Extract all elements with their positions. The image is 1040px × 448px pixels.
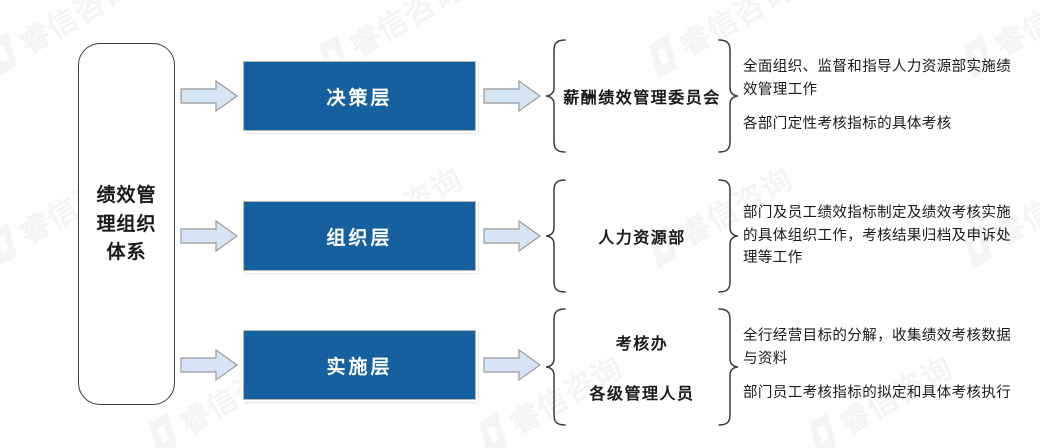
duty-item: 部门员工考核指标的拟定和具体考核执行 xyxy=(743,385,1012,402)
duty-item: 全行经营目标的分解，收集绩效考核数据与资料 xyxy=(743,328,1012,367)
diagram-row-organization-layer: 组织层 人力资源部 部门及员工绩效指标制定及绩效考核实施的具体组织工作，考核结果… xyxy=(175,176,1040,296)
root-node-performance-management-system: 绩效管 理组织 体系 xyxy=(78,43,175,405)
layer-box-label: 决策层 xyxy=(326,86,393,109)
unit-name: 考核办 xyxy=(615,334,669,353)
duty-list-decision: 全面组织、监督和指导人力资源部实施绩效管理工作 各部门定性考核指标的具体考核 xyxy=(743,36,1023,156)
layer-box-decision[interactable]: 决策层 xyxy=(241,59,478,133)
arrow-layer-to-unit-icon xyxy=(483,219,541,253)
layer-box-organization[interactable]: 组织层 xyxy=(241,199,478,273)
root-node-label: 绩效管 理组织 体系 xyxy=(96,181,156,267)
unit-name-list: 人力资源部 xyxy=(571,176,713,296)
arrow-layer-to-unit-icon xyxy=(483,348,541,382)
duty-item: 部门及员工绩效指标制定及绩效考核实施的具体组织工作，考核结果归档及申诉处理等工作 xyxy=(743,205,1012,267)
unit-name-list: 考核办 各级管理人员 xyxy=(571,305,713,429)
duty-list-organization: 部门及员工绩效指标制定及绩效考核实施的具体组织工作，考核结果归档及申诉处理等工作 xyxy=(743,176,1023,296)
root-label-line: 体系 xyxy=(106,241,147,264)
layer-box-label: 实施层 xyxy=(326,355,393,378)
arrow-root-to-layer-icon xyxy=(180,219,238,253)
unit-name: 薪酬绩效管理委员会 xyxy=(563,88,721,107)
unit-name: 人力资源部 xyxy=(598,228,686,247)
unit-name-list: 薪酬绩效管理委员会 xyxy=(563,36,719,156)
arrow-layer-to-unit-icon xyxy=(483,79,541,113)
diagram-row-decision-layer: 决策层 薪酬绩效管理委员会 全面组织、监督和指导人力资源部实施绩效管理工作 各部… xyxy=(175,36,1040,156)
layer-box-label: 组织层 xyxy=(326,226,393,249)
root-label-line: 理组织 xyxy=(96,212,157,235)
layer-box-implementation[interactable]: 实施层 xyxy=(241,328,478,402)
diagram-row-implementation-layer: 实施层 考核办 各级管理人员 全行经营目标的分解，收集绩效考核数据与资料 部门员… xyxy=(175,305,1040,426)
unit-brace-group-implementation: 考核办 各级管理人员 xyxy=(543,305,743,429)
unit-name: 各级管理人员 xyxy=(589,384,695,403)
unit-brace-group-decision: 薪酬绩效管理委员会 xyxy=(543,36,743,156)
duty-item: 全面组织、监督和指导人力资源部实施绩效管理工作 xyxy=(743,59,1012,98)
hexagon-logo-icon xyxy=(0,222,24,266)
duty-list-implementation: 全行经营目标的分解，收集绩效考核数据与资料 部门员工考核指标的拟定和具体考核执行 xyxy=(743,305,1023,425)
hexagon-logo-icon xyxy=(0,32,24,76)
unit-brace-group-organization: 人力资源部 xyxy=(543,176,743,296)
arrow-root-to-layer-icon xyxy=(180,348,238,382)
duty-item: 各部门定性考核指标的具体考核 xyxy=(743,116,952,133)
root-label-line: 绩效管 xyxy=(96,184,157,207)
arrow-root-to-layer-icon xyxy=(180,79,238,113)
